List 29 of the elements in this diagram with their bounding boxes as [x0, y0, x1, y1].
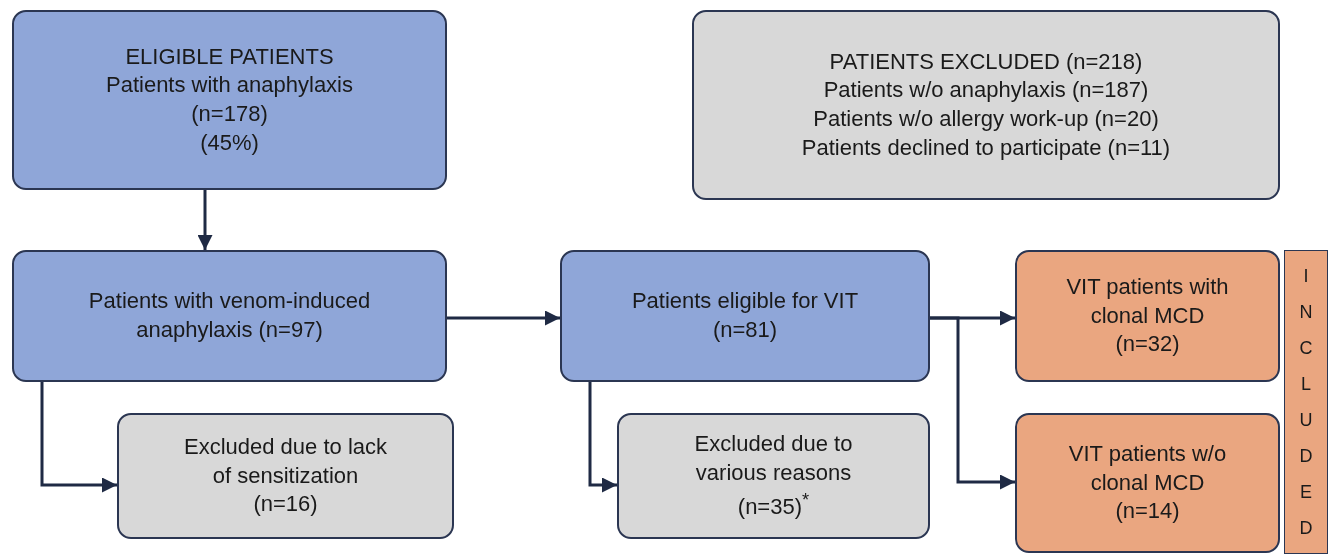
node-text: Excluded due to various reasons (n=35)$^{*}$ — [693, 430, 854, 521]
exclusion-box — [692, 10, 1280, 200]
inclusion-box — [1015, 413, 1280, 553]
vertical-label: INCLUDED — [1298, 265, 1314, 540]
node-text: PATIENTS EXCLUDED (n=218) — [829, 47, 1143, 76]
node-text: ELIGIBLE PATIENTS — [125, 42, 334, 71]
node-text: Patients with venom-induced anaphylaxis (n=97) — [87, 287, 372, 344]
node-text: Patients declined to participate (n=11) — [801, 133, 1171, 162]
arrow — [930, 316, 1015, 490]
arrow — [40, 382, 117, 493]
node-text: (45%) — [200, 128, 259, 157]
node-text: VIT patients w/o clonal MCD (n=14) — [1067, 440, 1228, 526]
inclusion-box — [1015, 250, 1280, 382]
exclusion-box — [117, 413, 454, 539]
exclusion-box — [617, 413, 930, 539]
node-text: Excluded due to lack of sensitization (n=16) — [183, 433, 388, 519]
node-text: VIT patients with clonal MCD (n=32) — [1065, 273, 1230, 359]
node-text: (n=178) — [191, 100, 268, 128]
node-text: Patients w/o anaphylaxis (n=187) — [823, 76, 1149, 105]
node-text: Patients with anaphylaxis — [106, 71, 353, 100]
arrow — [197, 190, 213, 250]
arrow — [588, 382, 617, 493]
process-box — [560, 250, 930, 382]
included-bar — [1284, 250, 1328, 554]
node-text: Patients w/o allergy work-up (n=20) — [813, 105, 1159, 133]
node-text: Patients eligible for VIT (n=81) — [630, 287, 860, 344]
process-box — [12, 10, 447, 190]
arrow — [447, 310, 560, 326]
process-box — [12, 250, 447, 382]
